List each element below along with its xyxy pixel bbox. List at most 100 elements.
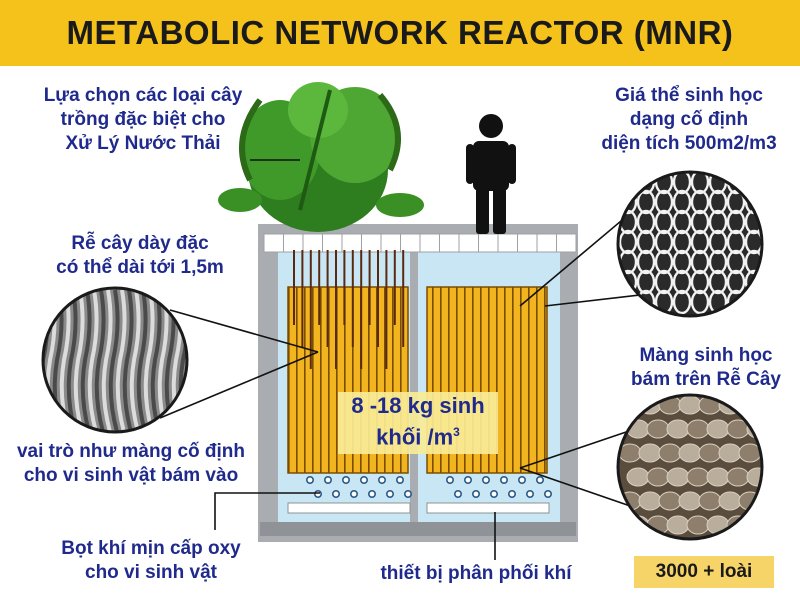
air-bubble — [349, 489, 358, 498]
air-bubble — [331, 489, 340, 498]
grating-cell — [556, 233, 577, 253]
biofilm-blob — [706, 515, 730, 535]
carrier-loop — [672, 209, 692, 235]
carrier-loop — [636, 229, 656, 255]
biomass-line1: 8 -18 kg sinh — [351, 393, 485, 418]
grating-cell — [458, 233, 479, 253]
air-bubble — [489, 489, 498, 498]
carrier-loop — [672, 249, 692, 275]
carrier-loop — [654, 209, 674, 235]
biofilm-blob — [686, 419, 710, 439]
grating-cell — [361, 233, 382, 253]
air-bubble — [543, 489, 552, 498]
root-fiber — [73, 289, 85, 432]
root-fiber — [80, 289, 92, 432]
grating-cell — [302, 233, 323, 253]
air-bubble — [341, 475, 350, 484]
carrier-loop — [708, 189, 728, 215]
grating-cell — [322, 233, 343, 253]
carrier-loop — [726, 209, 746, 235]
biofilm-blob — [666, 515, 690, 535]
biofilm-blob — [718, 491, 742, 511]
biofilm-blob — [698, 443, 722, 463]
root-fiber — [101, 289, 113, 432]
biofilm-blob — [646, 419, 670, 439]
carrier-closeup-image — [616, 170, 764, 318]
carrier-loop — [618, 172, 638, 195]
carrier-loop — [672, 189, 692, 215]
carrier-loop — [672, 229, 692, 255]
air-bubbles — [305, 475, 552, 498]
carrier-loop — [672, 289, 692, 315]
top-grating — [263, 233, 577, 253]
air-bubble — [463, 475, 472, 484]
biofilm-blob — [658, 491, 682, 511]
carrier-loop — [654, 249, 674, 275]
carrier-loop — [708, 229, 728, 255]
diffuser-left — [287, 502, 411, 514]
root-fiber — [87, 289, 99, 432]
carrier-loop — [690, 289, 710, 315]
biofilm-blob — [618, 395, 642, 415]
root-fiber — [136, 289, 148, 432]
root-fiber — [66, 289, 78, 432]
grating-cell — [341, 233, 362, 253]
carrier-loop — [618, 289, 638, 315]
air-bubble — [517, 475, 526, 484]
biofilm-blob — [626, 467, 650, 487]
biofilm-blob — [706, 467, 730, 487]
grating-cell — [380, 233, 401, 253]
air-bubble — [323, 475, 332, 484]
air-bubble — [367, 489, 376, 498]
biofilm-blob — [726, 467, 750, 487]
biofilm-blob — [638, 491, 662, 511]
biofilm-blob — [666, 419, 690, 439]
air-bubble — [453, 489, 462, 498]
grating-cell — [263, 233, 284, 253]
carrier-loop — [636, 249, 656, 275]
air-bubble — [313, 489, 322, 498]
air-bubble — [525, 489, 534, 498]
carrier-loop — [636, 269, 656, 295]
carrier-loop — [726, 189, 746, 215]
carrier-loop — [690, 249, 710, 275]
person-icon — [466, 114, 516, 234]
air-bubble — [385, 489, 394, 498]
carrier-loop — [708, 209, 728, 235]
carrier-loop — [654, 269, 674, 295]
carrier-loop — [690, 189, 710, 215]
air-bubble — [471, 489, 480, 498]
carrier-loop — [672, 172, 692, 195]
grating-cell — [497, 233, 518, 253]
biofilm-blob — [666, 467, 690, 487]
carrier-loop — [744, 249, 762, 275]
plant-illustration — [218, 82, 424, 232]
air-bubble — [359, 475, 368, 484]
grating-cell — [536, 233, 557, 253]
page-title: METABOLIC NETWORK REACTOR (MNR) — [66, 14, 734, 51]
biomass-box: 8 -18 kg sinh khối /m3 — [338, 392, 498, 454]
air-bubble — [535, 475, 544, 484]
carrier-loop — [690, 209, 710, 235]
carrier-loop — [708, 249, 728, 275]
air-bubble — [403, 489, 412, 498]
biofilm-blob — [678, 395, 702, 415]
biofilm-blob — [678, 443, 702, 463]
biomass-line2: khối /m3 — [376, 424, 460, 450]
diffuser-label: thiết bị phân phối khí — [380, 563, 572, 584]
biofilm-blob — [686, 467, 710, 487]
carrier-loop — [708, 269, 728, 295]
carrier-loop — [690, 229, 710, 255]
carrier-loop — [654, 189, 674, 215]
root-fiber — [122, 289, 134, 432]
carrier-loop — [726, 249, 746, 275]
root-fiber — [115, 289, 127, 432]
biofilm-blob — [698, 491, 722, 511]
